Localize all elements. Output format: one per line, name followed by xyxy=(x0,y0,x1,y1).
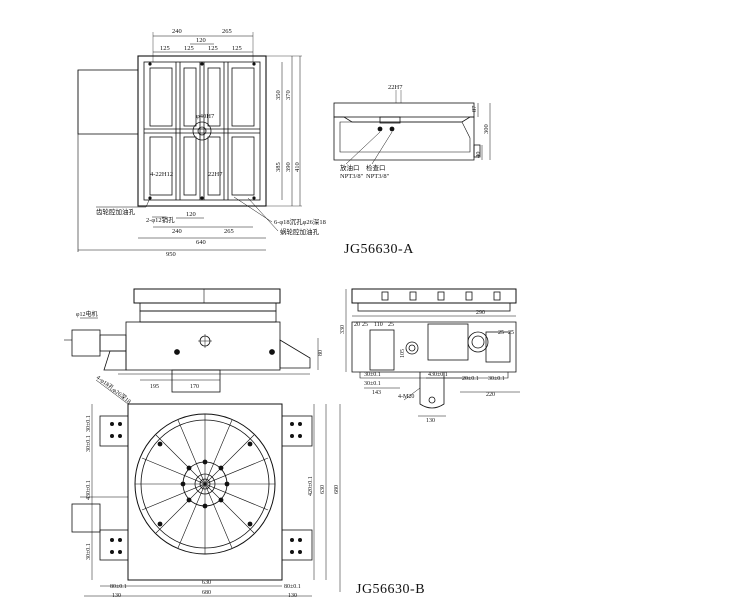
side-b-dim-30c: 30±0.1 xyxy=(488,376,505,382)
dim-right-350: 350 xyxy=(275,90,282,100)
dim-top-125-a: 125 xyxy=(160,45,170,52)
side-b-dim-143: 143 xyxy=(372,390,381,396)
side-b-dim-25b: 25 xyxy=(362,322,368,328)
side-b-dim-30a: 30±0.1 xyxy=(364,372,381,378)
side-b-dim-430: 430±0.1 xyxy=(428,372,448,378)
side-b-dim-290: 290 xyxy=(476,310,485,316)
side-b-dim-25c: 25 xyxy=(498,330,504,336)
plan-dim-left-30b: 30±0.1 xyxy=(86,435,92,452)
side-b-dim-20: 20 xyxy=(354,322,360,328)
plan-dim-right-420: 420±0.1 xyxy=(308,476,314,496)
dim-top-240: 240 xyxy=(172,28,182,35)
dim-top-125-d: 125 xyxy=(232,45,242,52)
label-slot-a: 4-22H12 xyxy=(150,171,173,178)
plan-dim-bottom-130a: 130 xyxy=(112,593,121,599)
dim-right-390: 390 xyxy=(285,162,292,172)
side-dim-300: 300 xyxy=(483,124,490,134)
dim-right-385: 385 xyxy=(275,162,282,172)
plan-dim-bottom-130b: 130 xyxy=(288,593,297,599)
figure-b-side-view xyxy=(345,288,520,417)
front-dim-170: 170 xyxy=(190,384,199,390)
dim-top-265: 265 xyxy=(222,28,232,35)
side-top-dim: 22H7 xyxy=(388,84,403,91)
figure-b-plan-view xyxy=(71,379,341,597)
side-dim-87: 87 xyxy=(471,105,478,112)
dim-right-370: 370 xyxy=(285,90,292,100)
side-b-dim-30b: 30±0.1 xyxy=(364,381,381,387)
figure-a-top-view xyxy=(77,32,302,252)
plan-dim-bottom-630: 630 xyxy=(202,580,211,586)
dim-top-120: 120 xyxy=(196,37,206,44)
label-worm-port: 蜗轮腔加油孔 xyxy=(280,227,320,236)
front-motor-label: φ12电机 xyxy=(76,310,97,318)
figure-a-title: JG56630-A xyxy=(344,242,414,257)
plan-dim-left-30a: 30±0.1 xyxy=(86,415,92,432)
side-b-dim-4m20: 4-M20 xyxy=(398,394,414,400)
figure-b-title: JG56630-B xyxy=(356,582,426,597)
plan-dim-bottom-680: 680 xyxy=(202,590,211,596)
side-b-dim-130: 130 xyxy=(426,418,435,424)
label-slot-b: 22H7 xyxy=(208,171,223,178)
label-locating-pins: 2-φ12销孔 xyxy=(146,215,175,224)
dim-bottom-640: 640 xyxy=(196,239,206,246)
dim-bottom-265: 265 xyxy=(224,228,234,235)
dim-bottom-240: 240 xyxy=(172,228,182,235)
front-dim-80: 80 xyxy=(318,350,324,356)
side-b-dim-220: 220 xyxy=(486,392,495,398)
label-motor-port: 齿轮腔加油孔 xyxy=(96,207,136,216)
figure-b-front-view xyxy=(64,288,319,393)
side-b-dim-110: 110 xyxy=(374,322,383,328)
side-port-2-spec: NPT3/8" xyxy=(366,173,390,180)
label-bolt-holes: 6-φ18沉孔φ26深18 xyxy=(274,217,326,226)
side-port-1-spec: NPT3/8" xyxy=(340,173,364,180)
side-b-dim-20tol: 20±0.1 xyxy=(462,376,479,382)
dim-top-125-b: 125 xyxy=(184,45,194,52)
plan-dim-right-630: 630 xyxy=(320,485,326,494)
figure-a-side-view xyxy=(333,90,491,165)
label-center-bore: φ40H7 xyxy=(196,113,215,120)
dim-right-410: 410 xyxy=(294,162,301,172)
dim-bottom-120: 120 xyxy=(186,211,196,218)
plan-dim-bottom-80a: 80±0.1 xyxy=(110,584,127,590)
plan-dim-left-430: 430±0.1 xyxy=(86,480,92,500)
plan-dim-right-680: 680 xyxy=(334,485,340,494)
dim-top-125-c: 125 xyxy=(208,45,218,52)
side-b-dim-25a: 25 xyxy=(388,322,394,328)
front-dim-195: 195 xyxy=(150,384,159,390)
side-port-1: 放油口 xyxy=(340,163,360,172)
side-b-dim-25d: 25 xyxy=(508,330,514,336)
dim-bottom-950: 950 xyxy=(166,251,176,258)
side-b-dim-105: 105 xyxy=(400,349,406,358)
side-dim-40: 40 xyxy=(475,152,482,159)
side-b-dim-330: 330 xyxy=(340,325,346,334)
plan-mount-label: 4-φ18孔φ26深18 xyxy=(95,373,133,405)
figure-a-labels: 240 265 120 125 125 125 125 350 370 385 … xyxy=(96,28,490,258)
side-port-2: 检查口 xyxy=(366,163,386,172)
plan-dim-bottom-80b: 80±0.1 xyxy=(284,584,301,590)
plan-dim-left-30c: 30±0.1 xyxy=(86,543,92,560)
